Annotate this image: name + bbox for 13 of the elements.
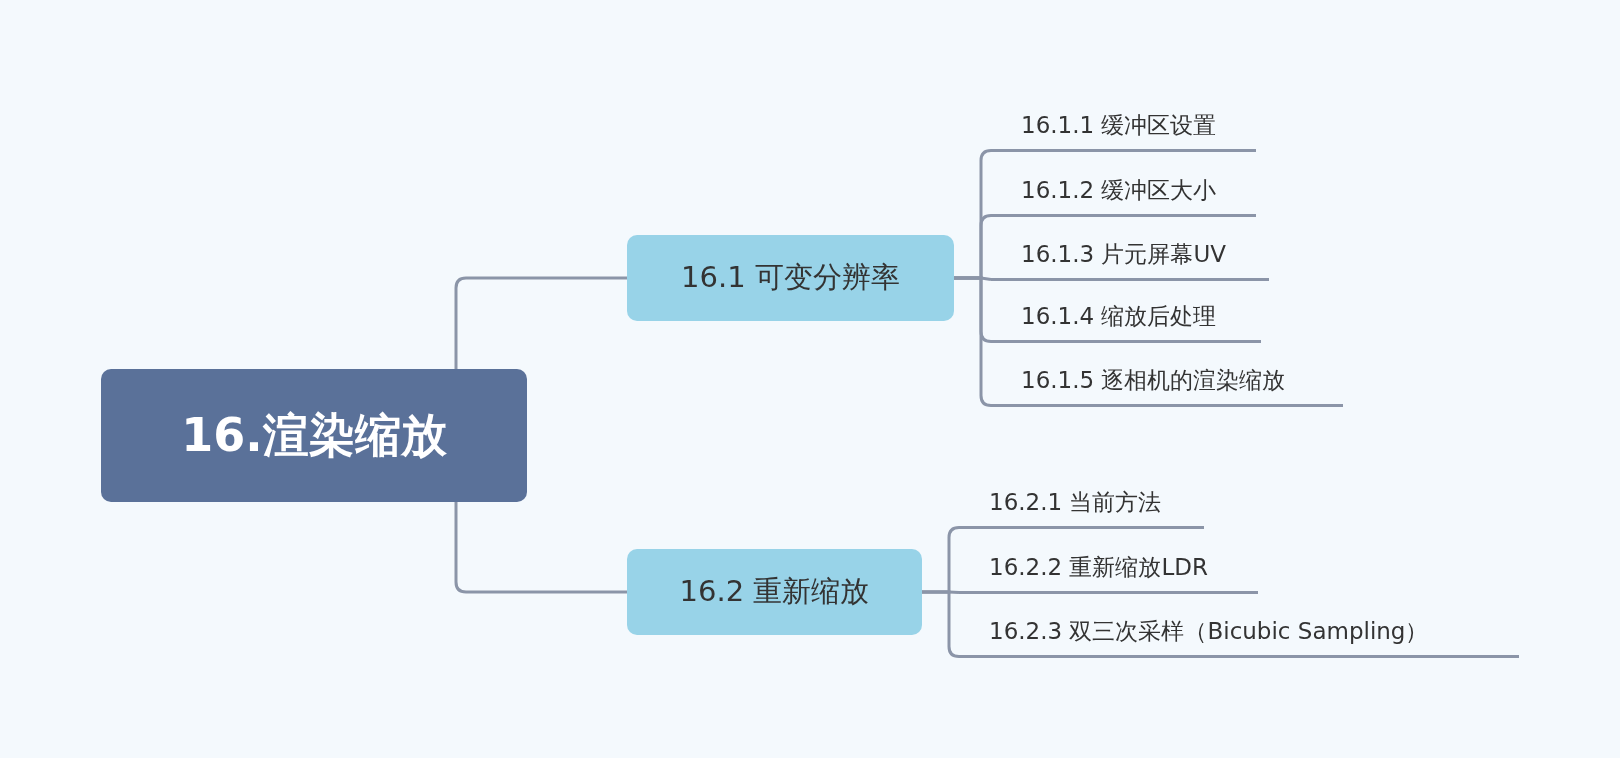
central-topic-box: 16.渲染缩放	[101, 369, 527, 502]
subtopic-box: 16.2 重新缩放	[627, 549, 922, 635]
connector-line	[454, 276, 627, 369]
underlined-topic-label: 16.2.1 当前方法	[959, 479, 1204, 529]
underlined-topic-label: 16.2.3 双三次采样（Bicubic Sampling）	[959, 608, 1519, 658]
underlined-topic-label: 16.1.1 缓冲区设置	[991, 102, 1256, 152]
underlined-topic-label: 16.1.2 缓冲区大小	[991, 167, 1256, 217]
connector-line	[454, 502, 627, 594]
subtopic-box: 16.1 可变分辨率	[627, 235, 954, 321]
underlined-topic-label: 16.1.4 缩放后处理	[991, 293, 1261, 343]
underlined-topic-label: 16.2.2 重新缩放LDR	[959, 544, 1258, 594]
underlined-topic-label: 16.1.5 逐相机的渲染缩放	[991, 357, 1343, 407]
underlined-topic-label: 16.1.3 片元屏幕UV	[991, 231, 1269, 281]
